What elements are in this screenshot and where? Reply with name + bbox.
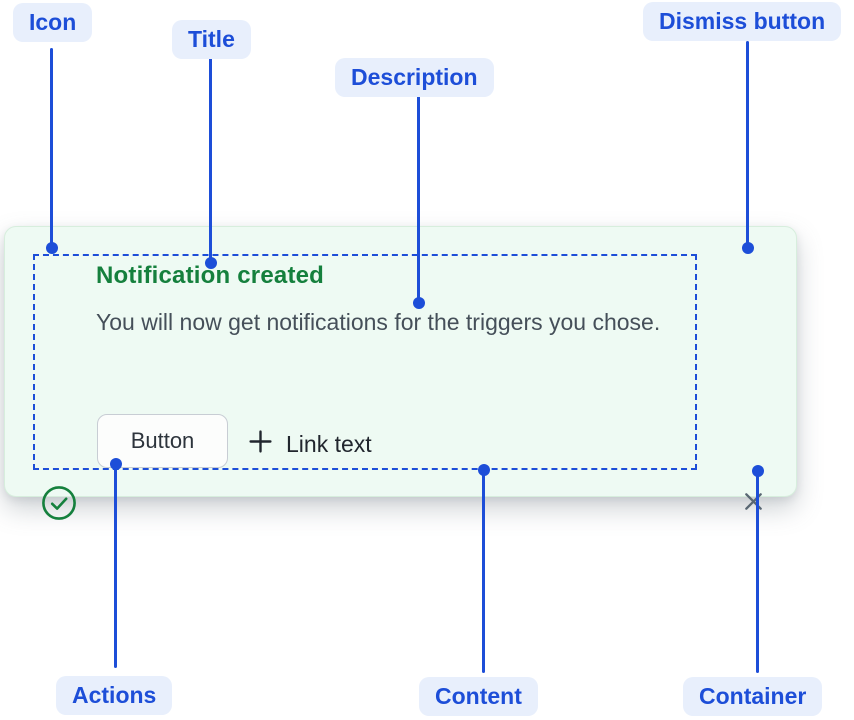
annotation-dot-content <box>478 464 490 476</box>
annotation-dot-description <box>413 297 425 309</box>
annotation-line-title <box>209 57 212 263</box>
annotation-dot-icon <box>46 242 58 254</box>
annotation-label-description: Description <box>335 58 494 98</box>
annotation-label-actions: Actions <box>56 676 173 716</box>
annotation-line-container <box>756 471 759 673</box>
annotation-dot-container <box>752 465 764 477</box>
annotation-line-icon <box>50 48 53 248</box>
annotation-label-container: Container <box>683 677 823 717</box>
flag-action-link-label: Link text <box>286 430 372 457</box>
dismiss-button[interactable] <box>737 486 770 519</box>
annotation-label-content: Content <box>419 677 538 717</box>
annotation-line-content <box>482 470 485 673</box>
plus-icon <box>248 429 273 460</box>
annotation-label-title: Title <box>172 20 251 60</box>
annotation-line-description <box>417 96 420 304</box>
annotation-dot-title <box>205 257 217 269</box>
close-icon <box>742 490 765 516</box>
flag-action-link[interactable]: Link text <box>248 429 372 459</box>
annotation-label-icon: Icon <box>13 3 93 43</box>
annotation-dot-actions <box>110 458 122 470</box>
annotation-line-actions <box>114 464 117 668</box>
annotation-dot-dismiss <box>742 242 754 254</box>
flag-description: You will now get notifications for the t… <box>96 309 661 335</box>
annotation-line-dismiss <box>746 41 749 249</box>
check-circle-icon <box>41 485 77 521</box>
annotation-label-dismiss: Dismiss button <box>643 2 842 42</box>
flag-action-button-label: Button <box>130 428 195 453</box>
